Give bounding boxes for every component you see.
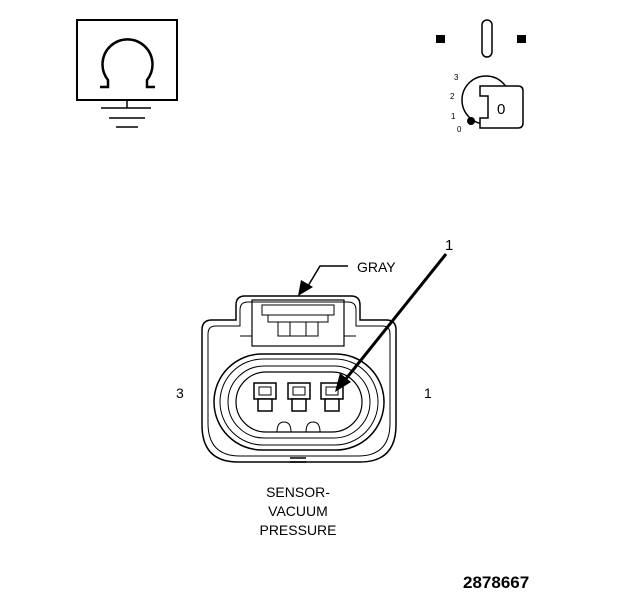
ignition-pos-1: 1 — [451, 112, 456, 121]
ignition-key-icon: 3 2 1 0 0 — [450, 73, 524, 134]
terminal-cavity-3 — [253, 382, 277, 412]
figure-number: 2878667 — [463, 573, 529, 592]
ignition-pos-3: 3 — [454, 73, 459, 82]
ohmmeter-symbol-icon — [76, 19, 178, 128]
pin-label-right: 1 — [424, 385, 432, 401]
connector-name-line-3: PRESSURE — [259, 522, 336, 538]
connector-body — [201, 295, 397, 463]
ignition-key-label: 0 — [497, 101, 505, 118]
callout-arrow — [335, 253, 448, 392]
ignition-pos-0: 0 — [457, 125, 462, 134]
connector-name-line-1: SENSOR- — [266, 484, 330, 500]
wire-color-label: GRAY — [357, 259, 396, 275]
terminal-cavity-2 — [287, 382, 311, 412]
ignition-pos-2: 2 — [450, 92, 455, 101]
pin-label-left: 3 — [176, 385, 184, 401]
disconnect-symbol-icon — [436, 19, 526, 58]
gray-wire-pointer — [298, 265, 348, 296]
connector-name-line-2: VACUUM — [268, 503, 328, 519]
callout-number: 1 — [445, 237, 453, 254]
